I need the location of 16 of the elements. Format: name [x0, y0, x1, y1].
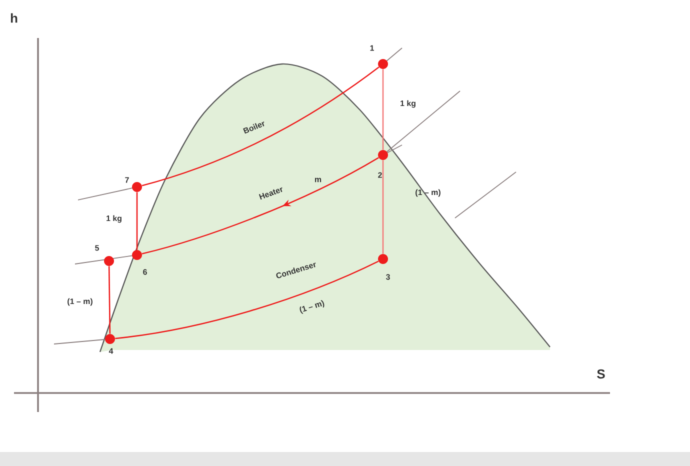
axis-label: S	[597, 369, 605, 379]
process-line	[142, 157, 379, 254]
process-line	[142, 66, 380, 186]
process-line	[136, 192, 138, 250]
axis-label: h	[10, 13, 18, 23]
state-point	[378, 150, 388, 160]
state-point	[105, 334, 115, 344]
process-line	[108, 266, 111, 334]
state-point	[378, 59, 388, 69]
process-line	[382, 69, 384, 150]
state-point	[378, 254, 388, 264]
state-point	[132, 250, 142, 260]
state-point	[104, 256, 114, 266]
state-point	[132, 182, 142, 192]
process-line	[382, 160, 384, 254]
process-line	[115, 260, 379, 340]
